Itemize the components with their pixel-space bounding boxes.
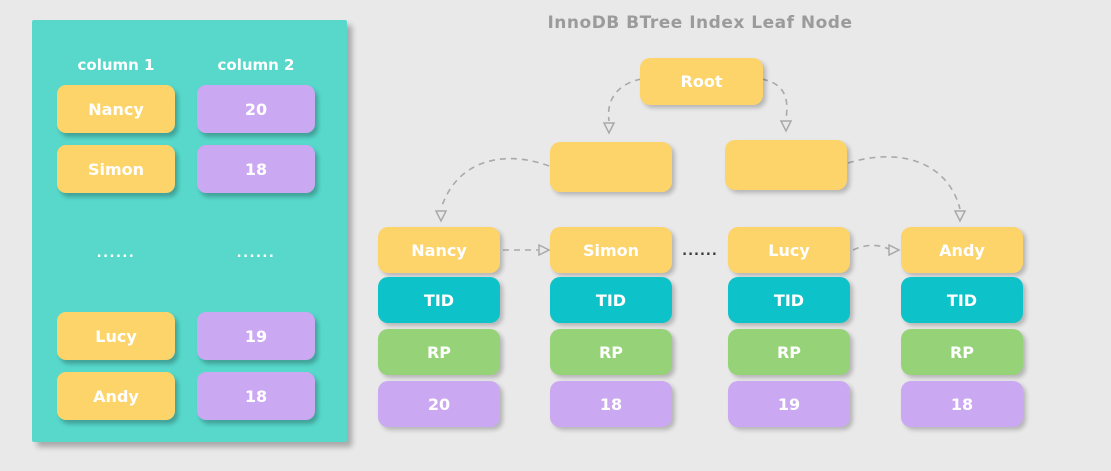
leaf-row-ellipsis: ...... [682,244,718,259]
diagram-title: InnoDB BTree Index Leaf Node [547,13,853,33]
table-cell-name: Lucy [57,312,175,360]
leaf-value-box: 18 [550,381,672,427]
leaf-name-box: Andy [901,227,1023,273]
arrowhead-down [953,210,967,223]
table-cell-value: 18 [197,145,315,193]
table-cell-name: Simon [57,145,175,193]
internal-node-left [550,142,672,192]
leaf-value-box: 18 [901,381,1023,427]
leaf-value-box: 19 [728,381,850,427]
leaf-tid-box: TID [901,277,1023,323]
source-table-panel: column 1 column 2 Nancy 20 Simon 18 ....… [32,20,347,442]
arrowhead-right [888,243,901,257]
arrowhead-down [602,122,616,135]
leaf-rp-box: RP [901,329,1023,375]
leaf-tid-box: TID [728,277,850,323]
arrow-rightchild-to-andy [847,156,961,210]
leaf-name-box: Lucy [728,227,850,273]
table-ellipsis-col1: ...... [96,246,136,261]
column-2-header: column 2 [217,56,295,74]
column-1-header: column 1 [77,56,155,74]
leaf-name-box: Simon [550,227,672,273]
leaf-rp-box: RP [378,329,500,375]
leaf-value-box: 20 [378,381,500,427]
arrow-lucy-to-andy [852,244,890,251]
leaf-tid-box: TID [550,277,672,323]
table-ellipsis-col2: ...... [236,246,276,261]
internal-node-right [725,140,847,190]
leaf-rp-box: RP [728,329,850,375]
arrow-leftchild-to-nancy [440,157,550,210]
arrow-root-to-right-child [761,78,788,120]
leaf-rp-box: RP [550,329,672,375]
table-cell-value: 19 [197,312,315,360]
table-cell-name: Nancy [57,85,175,133]
arrow-root-to-left-child [607,78,642,122]
table-cell-value: 20 [197,85,315,133]
arrowhead-down [779,120,793,133]
root-node: Root [640,58,763,105]
arrowhead-down [434,210,448,223]
arrowhead-right [538,243,551,257]
leaf-name-box: Nancy [378,227,500,273]
table-cell-name: Andy [57,372,175,420]
leaf-tid-box: TID [378,277,500,323]
table-cell-value: 18 [197,372,315,420]
